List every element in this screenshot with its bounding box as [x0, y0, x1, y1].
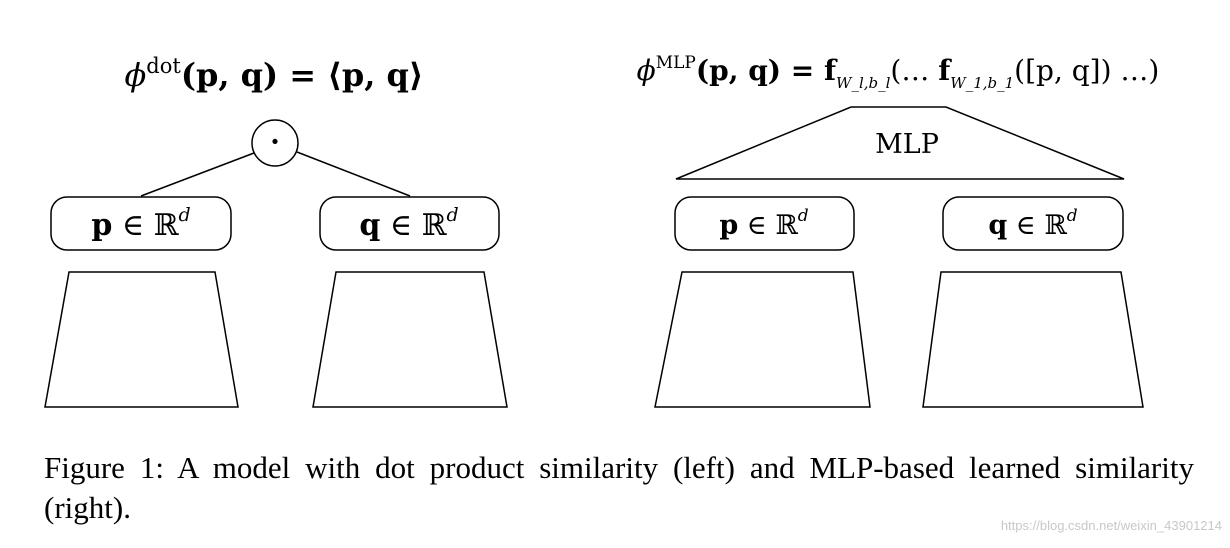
left-p-embedding-label: p ∈ ℝd — [91, 204, 190, 243]
dot-product-node — [251, 119, 299, 167]
dot-formula-rhs: (p, q) = ⟨p, q⟩ — [181, 56, 424, 94]
dot-operator: · — [270, 125, 280, 158]
mlp-formula-f-outer: f — [824, 54, 838, 87]
mlp-formula-phi: ϕ — [637, 54, 656, 87]
figure-caption: Figure 1: A model with dot product simil… — [44, 450, 1194, 525]
left-p-encoder-tower — [44, 271, 239, 408]
left-p-embedding-box — [50, 196, 232, 251]
right-q-embedding-box — [942, 196, 1124, 251]
mlp-formula-tail: ([p, q]) …) — [1014, 54, 1159, 87]
mlp-formula-middle: (… — [890, 54, 938, 87]
watermark-url: https://blog.csdn.net/weixin_43901214 — [1000, 518, 1222, 533]
dot-formula: ϕdot(p, q) = ⟨p, q⟩ — [124, 54, 423, 94]
mlp-formula-f-outer-sub: W_l,b_l — [836, 74, 891, 92]
dot-formula-phi: ϕ — [124, 56, 146, 94]
dot-formula-superscript: dot — [146, 54, 181, 78]
mlp-formula-args: (p, q) = — [696, 54, 824, 87]
dot-edge-left — [140, 152, 255, 197]
right-p-embedding-box — [674, 196, 855, 251]
right-p-embedding-label: p ∈ ℝd — [719, 206, 808, 241]
mlp-formula: ϕMLP(p, q) = fW_l,b_l(… fW_1,b_1([p, q])… — [637, 53, 1160, 92]
mlp-formula-f-inner: f — [938, 54, 952, 87]
mlp-formula-f-inner-sub: W_1,b_1 — [950, 74, 1014, 92]
mlp-label: MLP — [875, 129, 939, 160]
right-q-encoder-tower — [922, 271, 1144, 408]
left-q-embedding-label: q ∈ ℝd — [359, 204, 458, 243]
left-q-encoder-tower — [312, 271, 508, 408]
dot-edge-right — [296, 151, 411, 197]
mlp-formula-superscript: MLP — [656, 53, 696, 73]
right-p-encoder-tower — [654, 271, 871, 408]
mlp-block — [675, 106, 1125, 180]
right-q-embedding-label: q ∈ ℝd — [988, 206, 1077, 241]
left-q-embedding-box — [319, 196, 500, 251]
